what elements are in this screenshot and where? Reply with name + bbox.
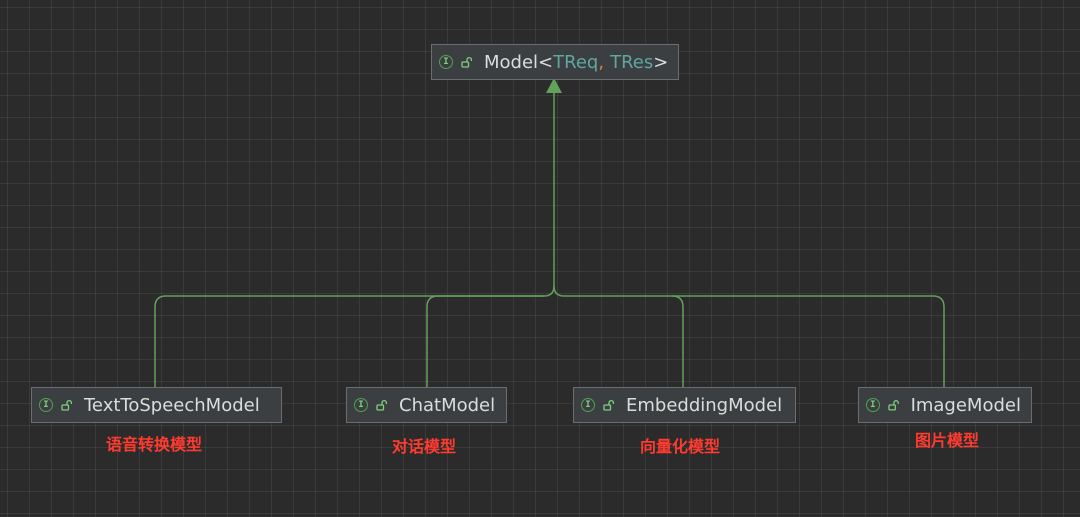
public-unlock-icon [376,399,388,411]
node-imagemodel[interactable]: I ImageModel [858,387,1032,423]
node-model[interactable]: I Model<TReq,TRes> [431,44,680,80]
node-imagemodel-name: ImageModel [910,394,1021,416]
public-unlock-icon [603,399,615,411]
node-chatmodel[interactable]: I ChatModel [346,387,507,423]
label-embeddingmodel: 向量化模型 [639,437,721,456]
public-unlock-icon [888,400,899,411]
type-param-treq: TReq [553,51,599,73]
interface-icon: I [354,398,368,412]
label-texttospeechmodel: 语音转换模型 [105,435,203,454]
public-unlock-icon [461,56,473,68]
interface-icon: I [581,398,595,412]
public-unlock-icon [61,399,73,411]
type-param-open: < [538,51,554,73]
node-embeddingmodel[interactable]: I EmbeddingModel [573,387,796,423]
interface-icon: I [866,398,880,412]
label-imagemodel: 图片模型 [914,431,980,450]
node-texttospeechmodel-name: TextToSpeechModel [84,394,260,416]
inheritance-arrowhead [546,78,562,93]
type-param-close: > [653,51,669,73]
edge-texttospeechmodel [154,90,555,389]
node-chatmodel-name: ChatModel [399,394,496,416]
edge-embeddingmodel [553,285,684,389]
type-param-separator: , [598,51,605,73]
interface-icon: I [39,398,53,412]
label-chatmodel: 对话模型 [391,437,457,456]
node-model-name: Model [484,51,539,73]
edge-imagemodel [672,295,945,389]
interface-icon: I [439,55,453,69]
type-param-tres: TRes [610,51,654,73]
node-embeddingmodel-name: EmbeddingModel [626,394,783,416]
edge-chatmodel [426,295,544,389]
node-texttospeechmodel[interactable]: I TextToSpeechModel [31,387,282,423]
